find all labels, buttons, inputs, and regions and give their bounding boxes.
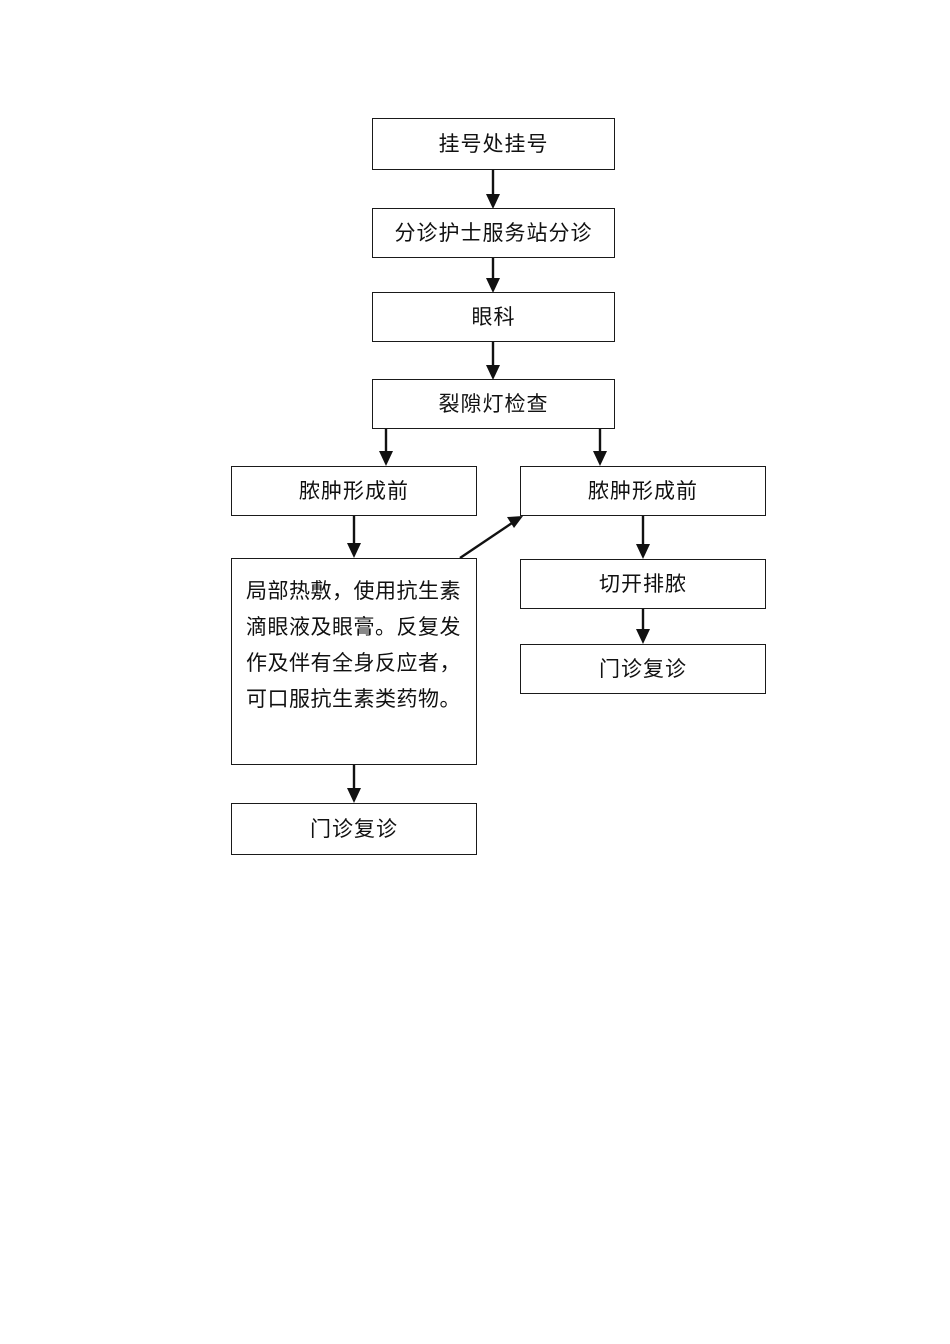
node-slit-lamp[interactable]: 裂隙灯检查: [372, 379, 615, 429]
edge-department-to-slit-lamp: [486, 342, 500, 380]
node-branch-left[interactable]: 脓肿形成前: [231, 466, 477, 516]
node-registration[interactable]: 挂号处挂号: [372, 118, 615, 170]
node-triage[interactable]: 分诊护士服务站分诊: [372, 208, 615, 258]
node-followup-left-label: 门诊复诊: [310, 816, 398, 841]
edge-triage-to-department: [486, 258, 500, 293]
node-branch-left-label: 脓肿形成前: [299, 478, 409, 503]
node-slit-lamp-label: 裂隙灯检查: [438, 391, 549, 416]
edge-branch-left-to-treatment: [347, 516, 361, 558]
node-triage-label: 分诊护士服务站分诊: [394, 220, 593, 245]
node-followup-right[interactable]: 门诊复诊: [520, 644, 766, 694]
node-incision-label: 切开排脓: [599, 571, 687, 596]
edge-incision-to-followup-right: [636, 609, 650, 644]
node-department[interactable]: 眼科: [372, 292, 615, 342]
node-department-label: 眼科: [471, 304, 516, 329]
node-treatment-label: 局部热敷，使用抗生素滴眼液及眼膏。反复发作及伴有全身反应者，可口服抗生素类药物。: [246, 579, 461, 712]
node-branch-right[interactable]: 脓肿形成前: [520, 466, 766, 516]
node-branch-right-label: 脓肿形成前: [588, 478, 698, 503]
edge-treatment-to-branch-right: [459, 516, 523, 559]
node-followup-right-label: 门诊复诊: [599, 656, 687, 681]
edge-slit-lamp-to-branch-left: [379, 429, 393, 466]
node-incision[interactable]: 切开排脓: [520, 559, 766, 609]
edge-slit-lamp-to-branch-right: [593, 429, 607, 466]
edge-branch-right-to-incision: [636, 516, 650, 559]
node-registration-label: 挂号处挂号: [438, 131, 549, 156]
edge-registration-to-triage: [486, 170, 500, 209]
edge-treatment-to-followup-left: [347, 765, 361, 803]
node-treatment[interactable]: 局部热敷，使用抗生素滴眼液及眼膏。反复发作及伴有全身反应者，可口服抗生素类药物。: [231, 558, 477, 765]
node-followup-left[interactable]: 门诊复诊: [231, 803, 477, 855]
